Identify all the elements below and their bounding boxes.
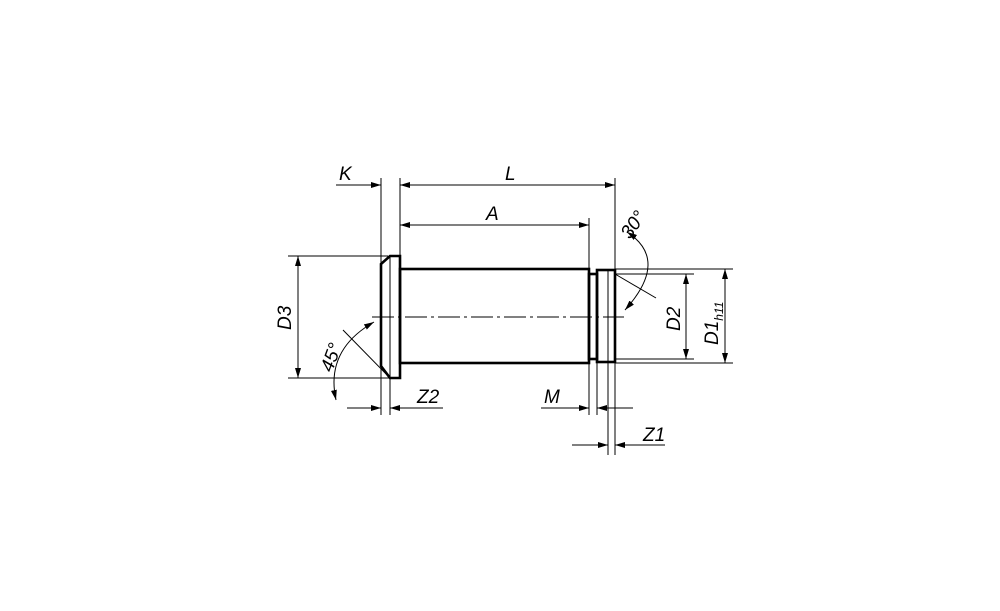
label-A: A: [485, 204, 499, 225]
label-D1-tolerance: h11: [712, 302, 726, 321]
label-D1: D1h11: [702, 302, 726, 345]
label-Z1: Z1: [642, 425, 665, 446]
label-D2: D2: [664, 306, 685, 331]
label-angle-45: 45°: [317, 340, 347, 375]
label-M: M: [544, 387, 560, 408]
end-collar: [595, 268, 617, 364]
label-angle-30: 30°: [617, 207, 651, 243]
label-D1-main: D1: [702, 321, 723, 345]
label-Z2: Z2: [416, 387, 440, 408]
angle-arc-30: [624, 231, 649, 311]
label-K: K: [339, 164, 353, 185]
label-D3: D3: [275, 305, 296, 330]
pin-part: [372, 254, 624, 380]
pin-shank: [398, 267, 591, 365]
label-L: L: [505, 164, 516, 185]
angle-arc-45: [330, 321, 375, 401]
dimension-lines: [295, 182, 728, 448]
